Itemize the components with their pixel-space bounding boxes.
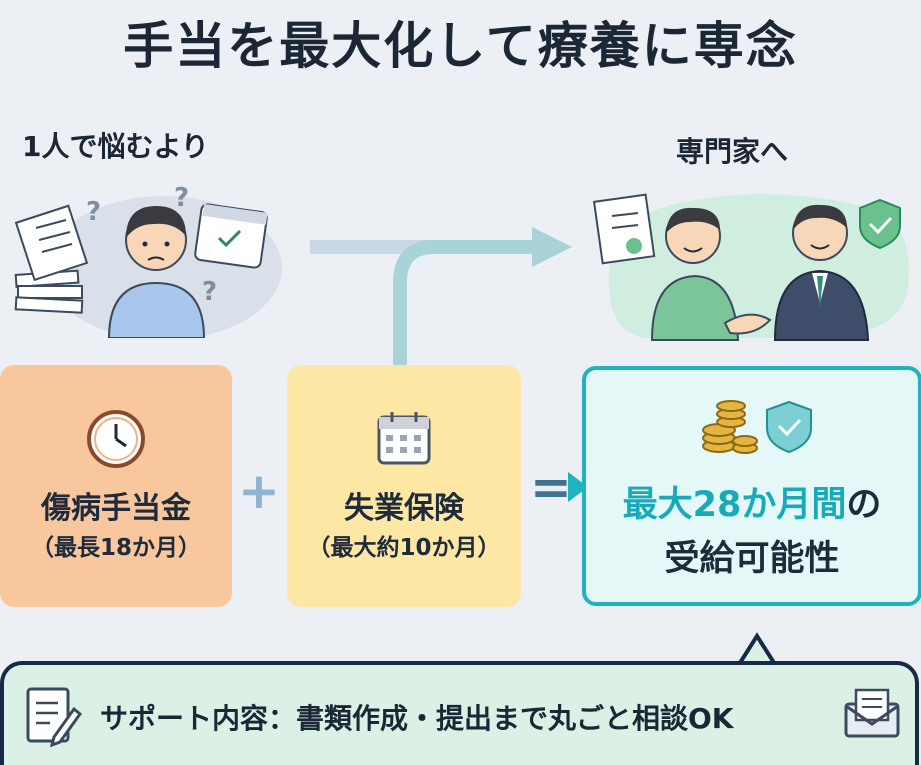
- unemployment-insurance-card: 失業保険 （最大約10か月）: [287, 365, 521, 607]
- result-pointer-icon: [568, 472, 588, 502]
- result-headline: 最大28か月間の: [582, 476, 921, 527]
- coin-stack-icon: [702, 400, 758, 454]
- envelope-icon: [844, 688, 900, 738]
- expert-person-icon: [773, 204, 870, 341]
- calendar-icon: [194, 203, 268, 269]
- page-title: 手当を最大化して療養に専念: [123, 17, 798, 75]
- result-particle: の: [846, 485, 882, 525]
- calendar-icon: [377, 412, 431, 465]
- result-subline: 受給可能性: [664, 539, 840, 579]
- equals-operator: =: [530, 458, 572, 516]
- plus-operator: +: [238, 462, 280, 520]
- right-caption: 専門家へ: [676, 135, 789, 168]
- support-banner: [0, 661, 919, 765]
- left-caption: 1人で悩むより: [22, 130, 209, 163]
- sickness-allowance-card: 傷病手当金 （最長18か月）: [0, 365, 232, 607]
- paper-stack-icon: [14, 204, 89, 314]
- shield-check-icon: [766, 400, 812, 454]
- client-person-icon: [650, 207, 740, 341]
- document-icon: [592, 193, 656, 265]
- flow-arrow: [310, 227, 572, 367]
- unemployment-insurance-period: （最大約10か月）: [307, 535, 501, 561]
- worried-person-icon: [107, 206, 206, 338]
- consultation-illustration: [592, 193, 909, 341]
- worried-person-illustration: ? ? ?: [14, 183, 282, 338]
- result-highlight: 最大28か月間: [622, 485, 847, 525]
- handshake-icon: [723, 313, 772, 335]
- clock-icon: [87, 410, 145, 468]
- sickness-allowance-name: 傷病手当金: [41, 491, 191, 526]
- result-card: [582, 366, 921, 606]
- benefit-icons: [702, 400, 812, 454]
- support-text: サポート内容：書類作成・提出まで丸ごと相談OK: [100, 702, 734, 735]
- unemployment-insurance-name: 失業保険: [344, 491, 464, 526]
- question-mark-icon: ? ? ?: [86, 183, 217, 307]
- sickness-allowance-period: （最長18か月）: [30, 535, 201, 561]
- svg-text:?: ?: [86, 197, 101, 227]
- svg-text:?: ?: [202, 277, 217, 307]
- document-pen-icon: [26, 687, 82, 747]
- svg-text:?: ?: [174, 183, 189, 213]
- shield-check-icon: [859, 198, 901, 250]
